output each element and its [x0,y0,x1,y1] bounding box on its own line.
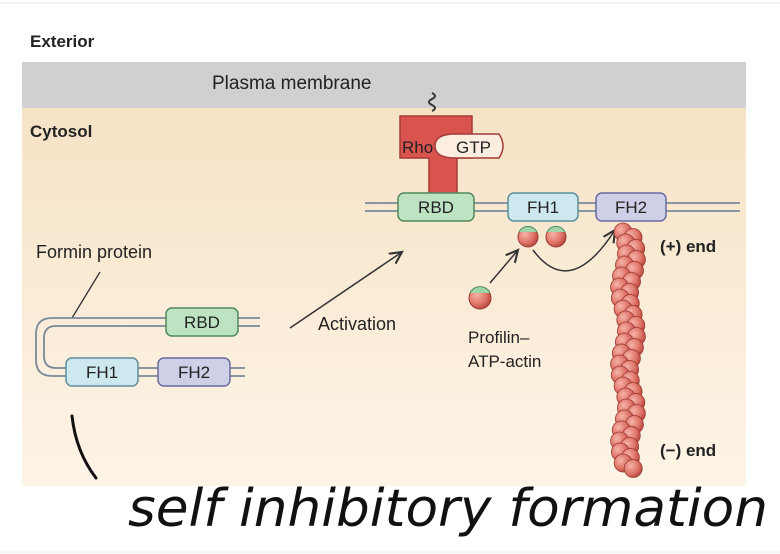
fh2-domain-inactive: FH2 [157,357,231,387]
rho-gtp-complex: Rho GTP [399,115,504,195]
rbd-active-label: RBD [418,198,454,217]
bound-profilin-actin [517,225,567,248]
plus-end-label: (+) end [660,237,716,256]
profilin-binding-arrow [489,250,518,284]
formin-protein-label: Formin protein [36,242,152,262]
rbd-inactive-label: RBD [184,313,220,332]
exterior-label: Exterior [30,32,95,51]
fh1-domain-inactive: FH1 [65,357,139,387]
gtp-label: GTP [456,138,491,157]
free-profilin-actin [468,286,492,310]
fh1-active-label: FH1 [527,198,559,217]
plasma-membrane-label: Plasma membrane [212,73,371,94]
fh2-domain-active: FH2 [595,192,667,222]
inactive-formin-backbone [35,317,260,377]
minus-end-label: (−) end [660,441,716,460]
actin-filament [610,222,646,478]
fh1-inactive-label: FH1 [86,363,118,382]
handwritten-bracket [70,414,98,480]
fh2-active-label: FH2 [615,198,647,217]
handwritten-annotation: self inhibitory formation [128,479,768,539]
fh2-inactive-label: FH2 [178,363,210,382]
rbd-domain-active: RBD [397,192,475,222]
activation-label: Activation [318,314,396,334]
transfer-arrow [532,230,615,272]
fh1-domain-active: FH1 [507,192,579,222]
profilin-label-line2: ATP-actin [468,352,541,371]
rho-label: Rho [402,138,433,157]
formin-leader-line [71,271,101,319]
rbd-domain-inactive: RBD [165,307,239,337]
plasma-membrane-band [22,62,746,108]
cytosol-label: Cytosol [30,122,92,141]
lipid-anchor [428,92,436,112]
activation-arrow [289,252,402,329]
profilin-label-line1: Profilin– [468,328,530,347]
actin-subunit [623,459,643,478]
